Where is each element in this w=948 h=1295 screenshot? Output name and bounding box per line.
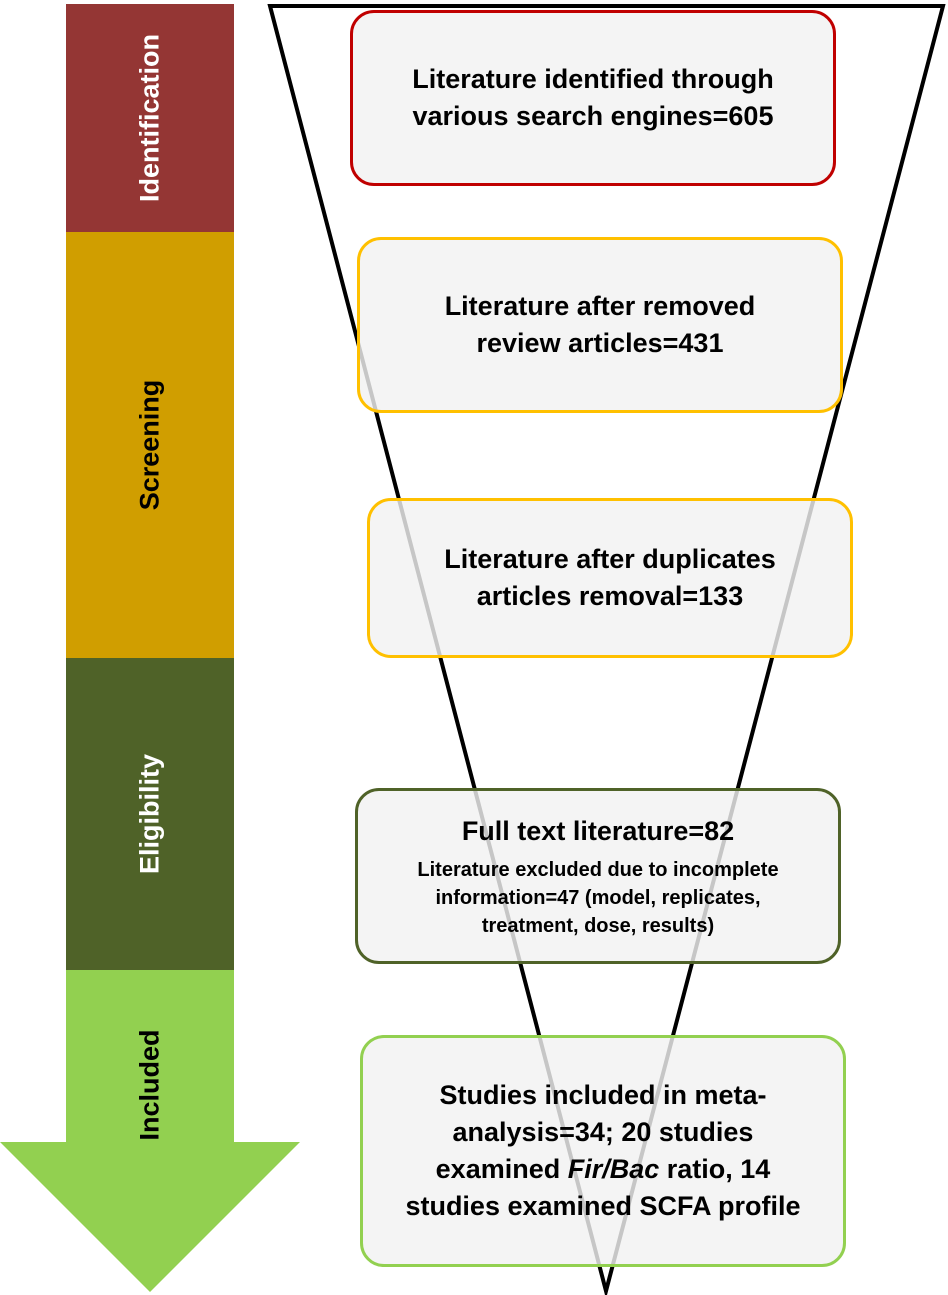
box-reviews-removed-text: Literature after removed review articles…: [445, 288, 756, 362]
box-full-text: Full text literature=82 Literature exclu…: [355, 788, 841, 964]
box-included: Studies included in meta- analysis=34; 2…: [360, 1035, 846, 1267]
box-identified-line2: various search engines=605: [412, 101, 774, 131]
box-included-line2: analysis=34; 20 studies: [452, 1117, 754, 1147]
stage-identification: Identification: [66, 4, 234, 232]
box-duplicates-removed-line2: articles removal=133: [476, 581, 744, 611]
box-duplicates-removed: Literature after duplicates articles rem…: [367, 498, 853, 658]
box-full-text-sub-line2: information=47 (model, replicates,: [435, 886, 761, 909]
box-full-text-sub-line3: treatment, dose, results): [481, 914, 715, 937]
box-full-text-title: Full text literature=82: [461, 815, 735, 846]
box-included-line4: studies examined SCFA profile: [405, 1191, 801, 1221]
box-included-text: Studies included in meta- analysis=34; 2…: [405, 1077, 800, 1225]
box-reviews-removed-line2: review articles=431: [476, 328, 724, 358]
box-identified: Literature identified through various se…: [350, 10, 836, 186]
box-included-line3-pre: examined: [435, 1154, 568, 1184]
box-reviews-removed-line1: Literature after removed: [444, 291, 756, 321]
stage-screening: Screening: [66, 232, 234, 658]
stage-eligibility: Eligibility: [66, 658, 234, 970]
box-identified-line1: Literature identified through: [412, 64, 774, 94]
box-full-text-sub-line1: Literature excluded due to incomplete: [417, 858, 779, 881]
box-reviews-removed: Literature after removed review articles…: [357, 237, 843, 413]
box-full-text-exclusion: Literature excluded due to incomplete in…: [417, 856, 778, 940]
box-duplicates-removed-line1: Literature after duplicates: [444, 544, 776, 574]
box-included-line3: examined Fir/Bac ratio, 14: [405, 1151, 800, 1188]
stage-included-arrow: [0, 970, 300, 1292]
box-included-line3-post: ratio, 14: [659, 1154, 771, 1184]
box-included-line1: Studies included in meta-: [439, 1080, 767, 1110]
box-included-line3-italic: Fir/Bac: [567, 1154, 660, 1184]
box-duplicates-removed-text: Literature after duplicates articles rem…: [444, 541, 776, 615]
box-identified-text: Literature identified through various se…: [412, 61, 774, 135]
